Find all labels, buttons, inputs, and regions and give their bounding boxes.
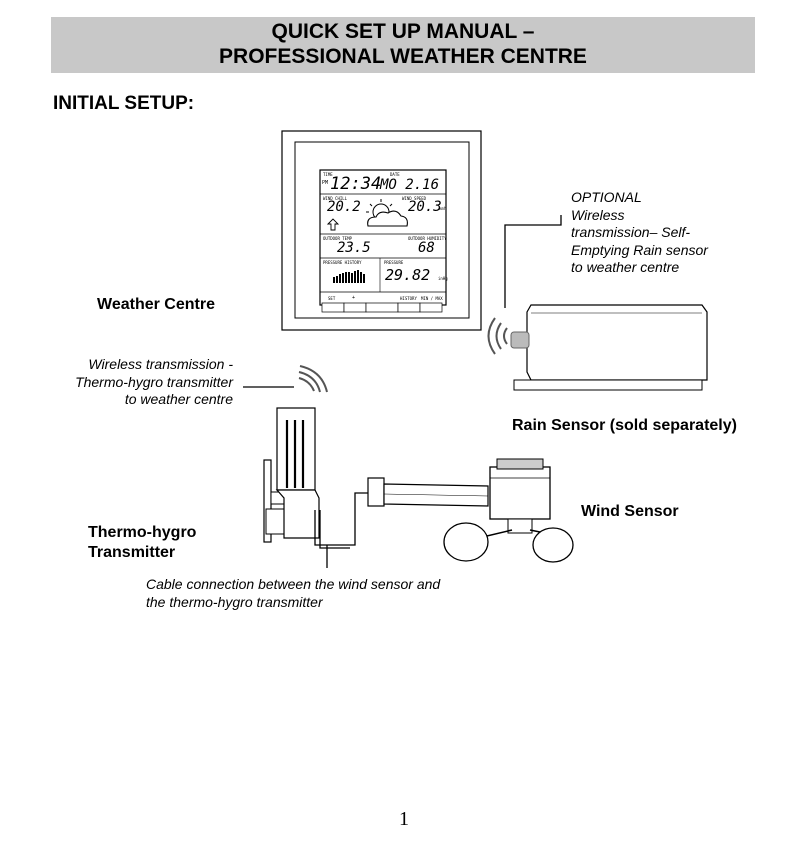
lcd-wind-chill-value: 20.2	[327, 199, 361, 215]
lcd-wind-speed-unit: kmh	[439, 206, 447, 211]
lcd-button-minmax: MIN / MAX	[421, 296, 443, 301]
cable-line-2: the thermo-hygro transmitter	[146, 593, 323, 610]
wireless-thermo-line-1: Wireless transmission -	[88, 356, 233, 372]
weather-centre-label: Weather Centre	[97, 296, 215, 313]
lcd-button-history: HISTORY	[400, 296, 417, 301]
device-buttons	[321, 302, 443, 313]
wireless-thermo-label: Wireless transmission - Thermo-hygro tra…	[40, 356, 233, 409]
lcd-pressure-history-label: PRESSURE HISTORY	[323, 260, 362, 265]
pressure-history-bars	[333, 270, 365, 283]
optional-line-2: Wireless	[571, 206, 625, 223]
section-heading: INITIAL SETUP:	[53, 93, 195, 114]
thermo-hygro-line-1: Thermo-hygro	[88, 524, 197, 541]
title-band: QUICK SET UP MANUAL – PROFESSIONAL WEATH…	[51, 17, 755, 73]
sun-cloud-icon	[366, 199, 408, 227]
thermo-signal-icon	[298, 365, 328, 393]
lcd-time-value: 12:34	[330, 174, 382, 194]
lcd-pm: PM	[322, 180, 329, 186]
wireless-thermo-line-2: Thermo-hygro transmitter	[75, 373, 233, 390]
lcd-pressure-value: 29.82	[385, 266, 431, 284]
lcd-outdoor-humidity-label: OUTDOOR HUMIDITY	[408, 236, 447, 241]
tendency-arrow-icon	[326, 218, 340, 231]
lcd-button-plus: +	[352, 295, 356, 301]
rain-sensor-device	[510, 304, 708, 391]
page-number: 1	[399, 808, 409, 830]
lcd-date-value: MO 2.16	[380, 177, 440, 193]
wireless-thermo-line-3: to weather centre	[124, 391, 233, 407]
lcd-date-label: DATE	[390, 172, 400, 177]
lcd-outdoor-temp-value: 23.5	[337, 240, 371, 256]
optional-line-5: to weather centre	[571, 259, 680, 275]
wireless-signal-icon	[487, 317, 508, 355]
lcd-pressure-label: PRESSURE	[384, 260, 404, 265]
lcd-time-label: TIME	[323, 172, 333, 177]
cable-line-1: Cable connection between the wind sensor…	[146, 576, 441, 592]
thermo-hygro-transmitter-device	[263, 407, 320, 543]
optional-rain-label: OPTIONAL Wireless transmission– Self- Em…	[571, 189, 708, 277]
lcd-wind-chill-label: WIND CHILL	[323, 196, 348, 201]
thermo-hygro-label: Thermo-hygro Transmitter	[88, 523, 196, 563]
weather-centre-device	[281, 130, 482, 331]
wind-sensor-label: Wind Sensor	[581, 503, 679, 520]
title-line-2: PROFESSIONAL WEATHER CENTRE	[219, 45, 587, 68]
title-line-1: QUICK SET UP MANUAL –	[271, 20, 535, 43]
lcd-outdoor-humidity-value: 68	[418, 240, 435, 256]
lcd-button-set: SET	[328, 296, 336, 301]
lcd-wind-speed-label: WIND SPEED	[402, 196, 427, 201]
sensor-cable	[314, 492, 372, 568]
optional-leader-line	[504, 215, 562, 308]
lcd-pressure-unit: inHg	[438, 276, 448, 281]
lcd-wind-speed-value: 20.3	[408, 199, 442, 215]
cable-label: Cable connection between the wind sensor…	[146, 576, 440, 611]
optional-line-4: Emptying Rain sensor	[571, 241, 708, 258]
wind-sensor-device	[367, 458, 574, 563]
optional-line-1: OPTIONAL	[571, 189, 642, 205]
lcd-outdoor-temp-label: OUTDOOR TEMP	[323, 236, 352, 241]
thermo-hygro-line-2: Transmitter	[88, 544, 176, 561]
optional-line-3: transmission– Self-	[571, 224, 691, 240]
rain-sensor-label: Rain Sensor (sold separately)	[512, 417, 737, 434]
